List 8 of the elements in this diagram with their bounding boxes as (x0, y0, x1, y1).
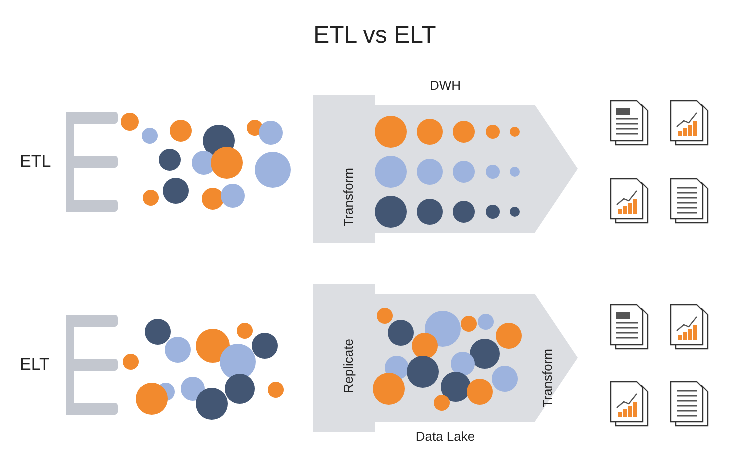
vertical-label: Transform (341, 168, 356, 227)
band-label: DWH (428, 78, 462, 93)
diagram-title: ETL vs ELT (312, 22, 438, 50)
vertical-label: Transform (540, 349, 555, 408)
band-label: Data Lake (414, 429, 476, 444)
vertical-label: Replicate (341, 339, 356, 394)
row-label: ETL (20, 152, 52, 172)
row-label: ELT (20, 355, 50, 375)
